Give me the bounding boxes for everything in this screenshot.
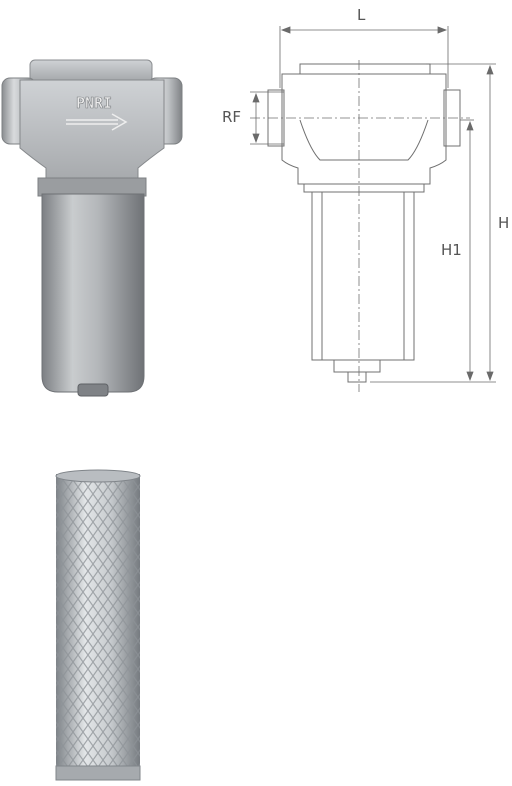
mesh-filter-element-photo [55, 469, 141, 781]
port-dimension [250, 91, 284, 145]
housing-head-outline [299, 63, 431, 75]
housing-brand-text: PNRI [76, 94, 112, 112]
body-height-dimension [460, 119, 474, 382]
housing-bowl-outline [311, 192, 415, 361]
body-height-label: H1 [441, 241, 462, 259]
height-label: H [498, 214, 510, 232]
length-label: L [357, 6, 366, 24]
flow-arrow-icon [66, 113, 128, 131]
filter-housing-photo: PNRI [1, 59, 183, 397]
length-dimension [279, 26, 449, 88]
port-label: RF [222, 108, 242, 126]
dimension-drawing [250, 26, 496, 392]
height-dimension [370, 63, 496, 383]
